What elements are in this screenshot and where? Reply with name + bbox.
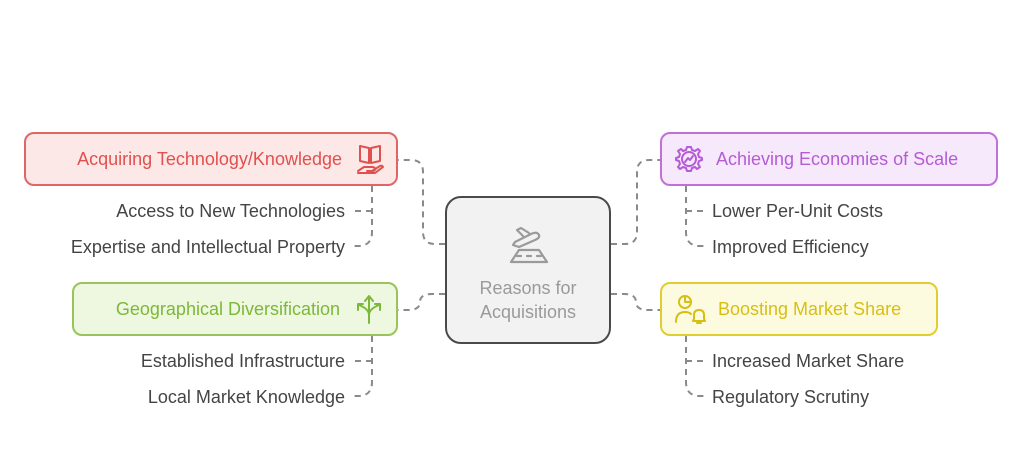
node-geographical-diversification: Geographical Diversification [72, 282, 398, 336]
node-title: Geographical Diversification [115, 298, 340, 319]
node-title: Achieving Economies of Scale [716, 148, 959, 169]
connector-bl-sub [352, 336, 373, 397]
connector-center-bl [398, 293, 445, 311]
connector-tl-sub [352, 186, 373, 247]
node-acquiring-technology: Acquiring Technology/Knowledge [24, 132, 398, 186]
connector-tr-sub [685, 186, 706, 247]
sub-item-established-infrastructure: Established Infrastructure [140, 351, 345, 371]
connector-center-br [611, 293, 660, 311]
gear-trend-icon [675, 146, 703, 172]
branching-arrows-icon [357, 295, 381, 324]
node-title: Boosting Market Share [718, 298, 902, 319]
airplane-takeoff-icon [509, 226, 549, 264]
user-pie-bell-icon [675, 295, 706, 324]
center-label-line1: Reasons for [479, 278, 577, 298]
sub-item-access-new-technologies: Access to New Technologies [116, 201, 345, 221]
connector-center-tl [398, 159, 445, 245]
center-label-line2: Acquisitions [479, 302, 577, 322]
node-economies-of-scale: Achieving Economies of Scale [660, 132, 998, 186]
connector-center-tr [611, 159, 660, 245]
sub-item-lower-per-unit-costs: Lower Per-Unit Costs [712, 201, 884, 221]
sub-item-local-market-knowledge: Local Market Knowledge [147, 387, 345, 407]
connector-br-sub [685, 336, 706, 397]
center-node: Reasons for Acquisitions [445, 196, 611, 344]
book-hand-icon [357, 145, 384, 174]
node-title: Acquiring Technology/Knowledge [77, 148, 342, 169]
node-boosting-market-share: Boosting Market Share [660, 282, 938, 336]
sub-item-expertise-ip: Expertise and Intellectual Property [70, 237, 345, 257]
sub-item-improved-efficiency: Improved Efficiency [712, 237, 869, 257]
center-label: Reasons for Acquisitions [447, 276, 609, 324]
sub-item-increased-market-share: Increased Market Share [712, 351, 905, 371]
sub-item-regulatory-scrutiny: Regulatory Scrutiny [712, 387, 870, 407]
